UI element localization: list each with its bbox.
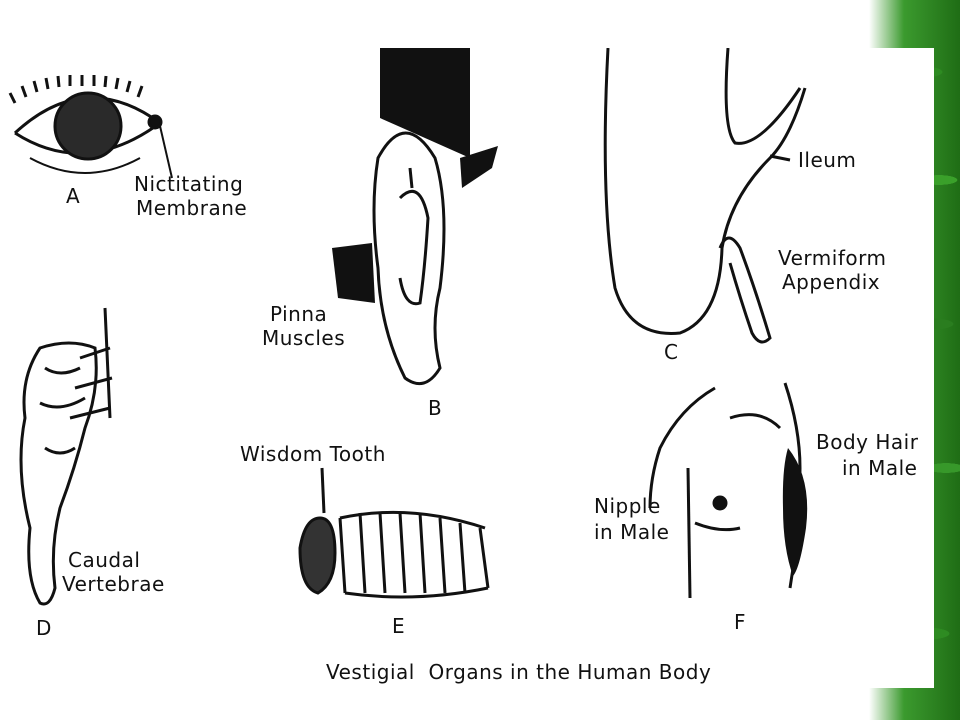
appendix-label: Appendix xyxy=(782,270,881,294)
intestine-drawing xyxy=(603,48,807,344)
teeth-drawing xyxy=(298,467,490,599)
nictitating-label: Nictitating xyxy=(134,172,244,196)
muscles-label: Muscles xyxy=(262,326,346,350)
vertebrae-label: Vertebrae xyxy=(62,572,165,596)
vermiform-label: Vermiform xyxy=(778,246,887,270)
pinna-label: Pinna xyxy=(270,302,328,326)
letter-f: F xyxy=(734,610,747,634)
letter-c: C xyxy=(664,340,679,364)
ileum-label: Ileum xyxy=(798,148,857,172)
wisdom-tooth-label: Wisdom Tooth xyxy=(240,442,386,466)
diagram-caption: Vestigial Organs in the Human Body xyxy=(326,660,712,684)
membrane-label: Membrane xyxy=(136,196,248,220)
vertebrae-drawing xyxy=(19,307,113,606)
caudal-label: Caudal xyxy=(68,548,141,572)
body-hair-in-male-label: in Male xyxy=(842,456,918,480)
eye-drawing xyxy=(8,75,173,179)
diagram-panel: Nictitating Membrane A Pinna Muscles B I… xyxy=(0,48,934,688)
letter-a: A xyxy=(66,184,81,208)
body-hair-label: Body Hair xyxy=(816,430,919,454)
nipple-in-male-label: in Male xyxy=(594,520,670,544)
ear-drawing xyxy=(332,48,498,386)
letter-b: B xyxy=(428,396,443,420)
nipple-label: Nipple xyxy=(594,494,661,518)
letter-d: D xyxy=(36,616,52,640)
letter-e: E xyxy=(392,614,406,638)
vestigial-organs-illustration xyxy=(8,48,808,606)
chest-drawing xyxy=(648,382,808,599)
